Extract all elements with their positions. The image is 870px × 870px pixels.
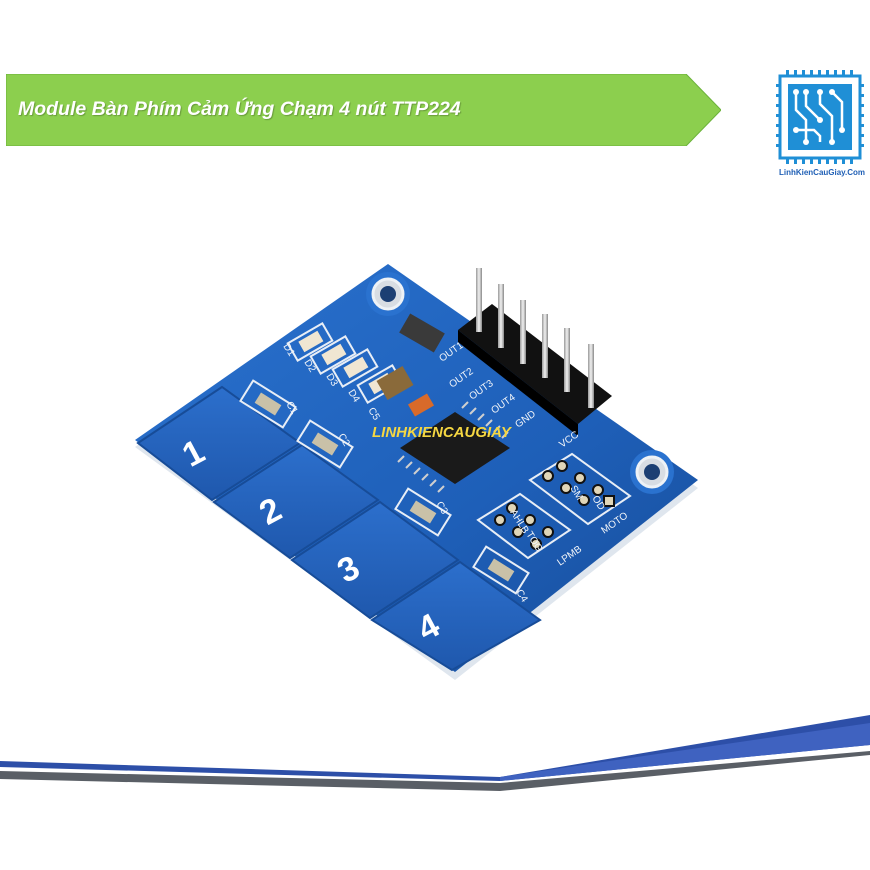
mounting-hole-right xyxy=(630,450,674,494)
pin-3 xyxy=(520,300,526,364)
touch-module-photo: 1 2 3 4 xyxy=(135,264,698,680)
touch-pads xyxy=(136,385,542,672)
resistor-array xyxy=(399,313,445,353)
footer-swoosh xyxy=(0,715,870,791)
smd-leds xyxy=(298,330,435,417)
title-banner: Module Bàn Phím Cảm Ứng Chạm 4 nút TTP22… xyxy=(6,74,721,146)
pcb-board xyxy=(135,264,698,680)
ttp224-ic xyxy=(397,401,510,493)
circuit-chip-icon xyxy=(776,70,864,164)
touch-pad-3 xyxy=(290,500,460,620)
brand-logo: LinhKienCauGiay.Com xyxy=(776,70,868,182)
pin-6 xyxy=(588,344,594,408)
pin-5 xyxy=(564,328,570,392)
banner-title: Module Bàn Phím Cảm Ứng Chạm 4 nút TTP22… xyxy=(18,98,461,120)
banner-arrow-shape xyxy=(6,74,721,146)
pin-1 xyxy=(476,268,482,332)
touch-pad-4 xyxy=(370,560,542,672)
smd-capacitors xyxy=(254,392,515,582)
watermark-text: LINHKIENCAUGIAY xyxy=(372,424,513,441)
logo-caption: LinhKienCauGiay.Com xyxy=(778,168,866,177)
pin-4 xyxy=(542,314,548,378)
jumper-holes xyxy=(494,460,615,550)
header-pins xyxy=(476,268,594,408)
pin-2 xyxy=(498,284,504,348)
pin-header xyxy=(458,304,612,436)
touch-pad-2 xyxy=(212,443,380,560)
mounting-hole-left xyxy=(366,272,410,316)
